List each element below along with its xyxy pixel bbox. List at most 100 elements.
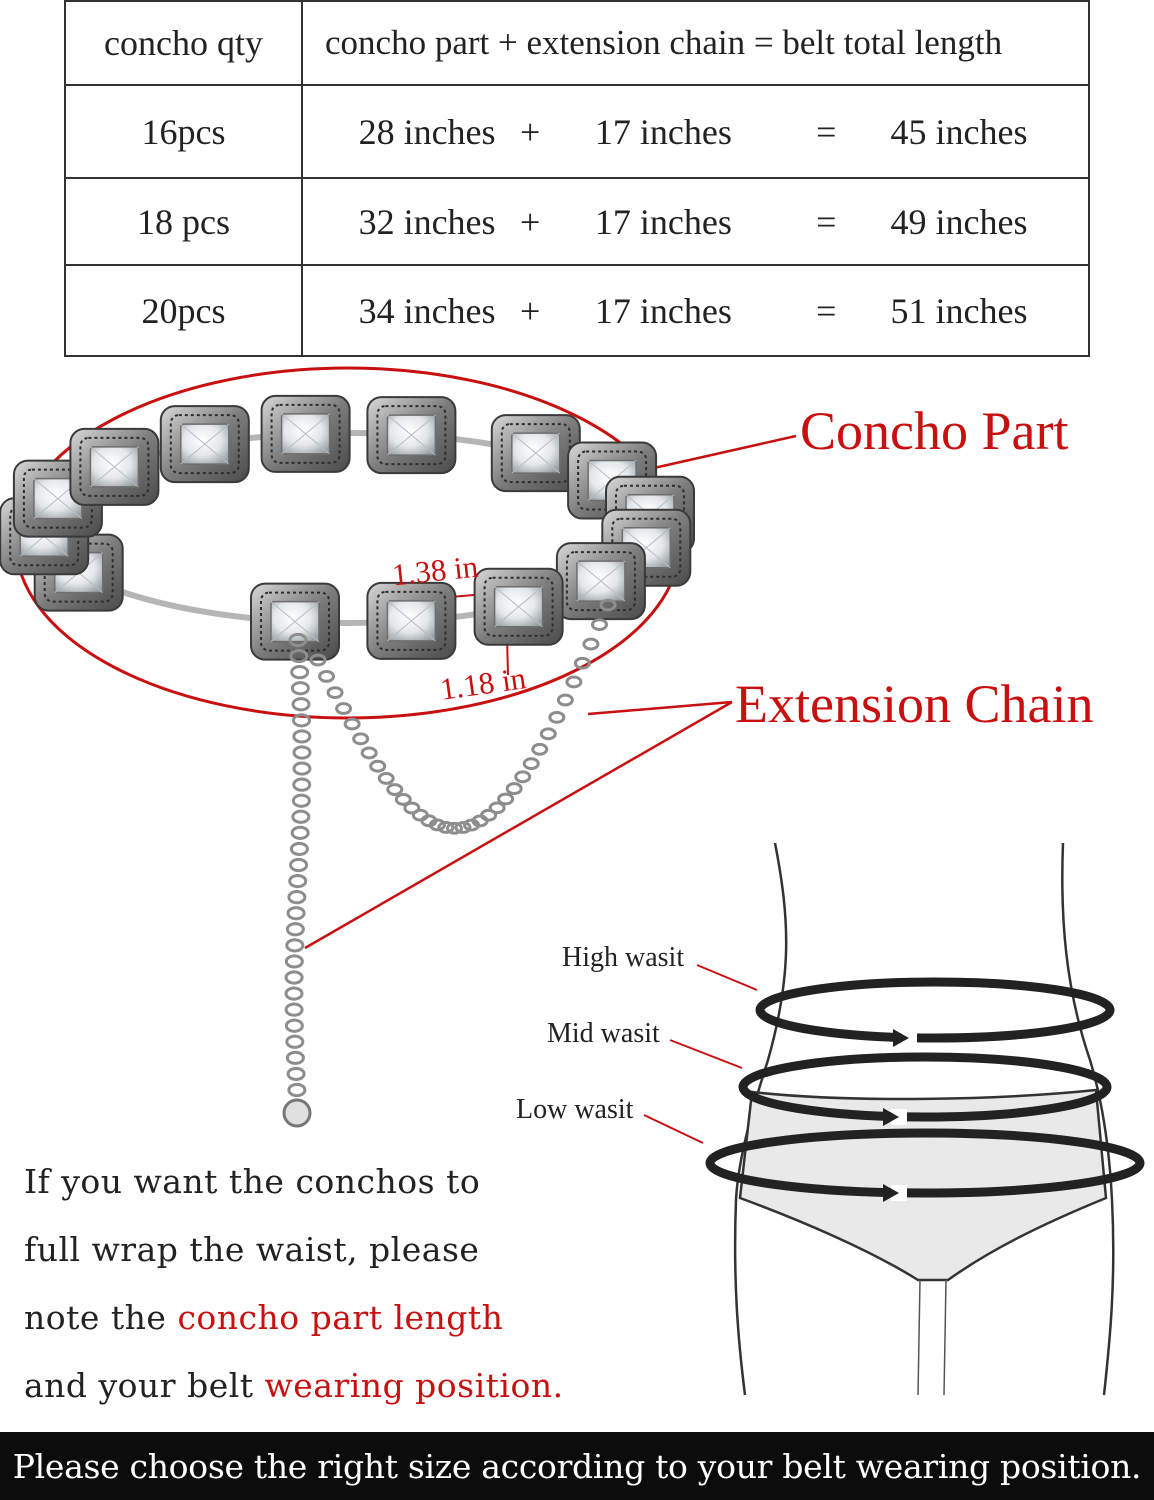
- chain-link: [284, 970, 304, 985]
- chain-link: [565, 675, 583, 689]
- chain-link: [291, 697, 311, 712]
- chain-link: [582, 637, 600, 651]
- extension-chain-label: Extension Chain: [735, 674, 1094, 734]
- note-line-4-text: and your belt: [24, 1366, 265, 1405]
- chain-link: [309, 653, 327, 667]
- chain-link: [290, 681, 310, 696]
- chain-link: [335, 702, 353, 715]
- chain-link: [539, 727, 557, 741]
- concho-medallion: [366, 396, 457, 475]
- footer-banner: Please choose the right size according t…: [0, 1432, 1154, 1500]
- note-line-3-text: note the: [24, 1298, 178, 1337]
- row-plus: +: [519, 111, 541, 152]
- chain-link: [377, 772, 395, 785]
- chain-link: [437, 821, 455, 834]
- chain-link: [285, 938, 305, 953]
- chain-link: [292, 729, 312, 744]
- concho-part-label: Concho Part: [800, 401, 1069, 461]
- chain-link: [287, 890, 307, 905]
- chain-link: [285, 922, 305, 937]
- note-highlight-length: concho part length: [177, 1298, 504, 1337]
- concho-medallion: [69, 427, 160, 506]
- chain-link: [292, 713, 312, 728]
- chain-link: [488, 801, 506, 815]
- belt-illustration: [0, 366, 1145, 1396]
- chain-end-ring: [282, 1098, 312, 1128]
- leg-line-icon: [917, 1279, 947, 1396]
- extension-pointer-line-1: [587, 700, 733, 716]
- high-waist-label: High wasit: [562, 942, 685, 973]
- row-total: 49 inches: [890, 201, 1028, 242]
- row-part: 32 inches: [358, 201, 496, 242]
- row-calc: 32 inches + 17 inches = 49 inches: [301, 178, 1090, 266]
- chain-link: [291, 793, 311, 808]
- row-part: 34 inches: [358, 290, 496, 331]
- row-qty: 20pcs: [64, 265, 302, 357]
- row-calc: 34 inches + 17 inches = 51 inches: [301, 265, 1090, 357]
- chain-link: [352, 732, 370, 746]
- concho-medallion: [473, 567, 564, 646]
- chain-link: [497, 792, 515, 806]
- concho-medallion: [366, 581, 457, 660]
- row-calc: 28 inches + 17 inches = 45 inches: [301, 85, 1090, 179]
- extension-pointer-line-2: [304, 700, 733, 950]
- chain-link: [284, 986, 304, 1001]
- waist-rings: [705, 977, 1145, 1202]
- header-qty: concho qty: [64, 0, 302, 86]
- row-plus: +: [519, 290, 541, 331]
- note-line-3: note the concho part length: [24, 1284, 664, 1352]
- row-total: 45 inches: [890, 111, 1028, 152]
- table-row: 18 pcs 32 inches + 17 inches = 49 inches: [64, 178, 1090, 266]
- chain-link: [292, 745, 312, 760]
- mid-waist-label: Mid wasit: [547, 1018, 660, 1049]
- chain-link: [286, 906, 306, 921]
- note-highlight-position: wearing position.: [264, 1366, 564, 1405]
- header-calc: concho part + extension chain = belt tot…: [301, 0, 1090, 86]
- chain-link: [289, 648, 309, 664]
- table-row: 16pcs 28 inches + 17 inches = 45 inches: [64, 85, 1090, 179]
- sizing-note: If you want the conchos to full wrap the…: [24, 1148, 664, 1420]
- concho-links: [0, 394, 695, 661]
- chain-link: [284, 1018, 304, 1033]
- chain-link: [284, 1002, 304, 1017]
- chain-link: [318, 669, 336, 683]
- table-row: 20pcs 34 inches + 17 inches = 51 inches: [64, 265, 1090, 357]
- row-chain: 17 inches: [594, 201, 732, 242]
- chain-link: [556, 693, 574, 707]
- chain-link: [514, 770, 532, 784]
- note-line-4: and your belt wearing position.: [24, 1352, 664, 1420]
- chain-link: [286, 1066, 306, 1082]
- chain-link: [480, 808, 498, 822]
- chain-link: [454, 821, 472, 834]
- row-qty: 18 pcs: [64, 178, 302, 266]
- concho-medallion: [490, 414, 581, 493]
- chain-link: [290, 665, 310, 680]
- low-waist-label: Low wasit: [516, 1094, 634, 1125]
- chain-link: [445, 821, 463, 835]
- chain-link: [531, 742, 549, 756]
- waist-ring: [738, 1052, 1112, 1122]
- note-line-1: If you want the conchos to: [24, 1162, 481, 1201]
- chain-link: [548, 710, 566, 724]
- row-qty: 16pcs: [64, 85, 302, 179]
- row-eq: =: [816, 290, 837, 331]
- row-part: 28 inches: [358, 111, 496, 152]
- chain-link: [288, 632, 308, 648]
- ring-arrow-icon: [893, 1029, 909, 1047]
- chain-link: [360, 746, 378, 760]
- concho-medallion: [555, 542, 646, 621]
- chain-link: [288, 873, 308, 889]
- chain-link: [285, 1050, 305, 1065]
- chain-link: [403, 801, 421, 815]
- ring-arrow-icon: [883, 1108, 899, 1126]
- table-header-row: concho qty concho part + extension chain…: [64, 0, 1090, 86]
- waist-silhouette-icon: [733, 842, 1115, 1396]
- ring-arrow-icon: [883, 1184, 899, 1202]
- chain-link: [292, 761, 312, 776]
- concho-medallion: [159, 405, 250, 484]
- position-pointers: [643, 964, 758, 1144]
- chain-link: [522, 757, 540, 771]
- chain-link: [369, 759, 387, 773]
- concho-medallion: [260, 394, 351, 473]
- chain-link: [284, 954, 304, 969]
